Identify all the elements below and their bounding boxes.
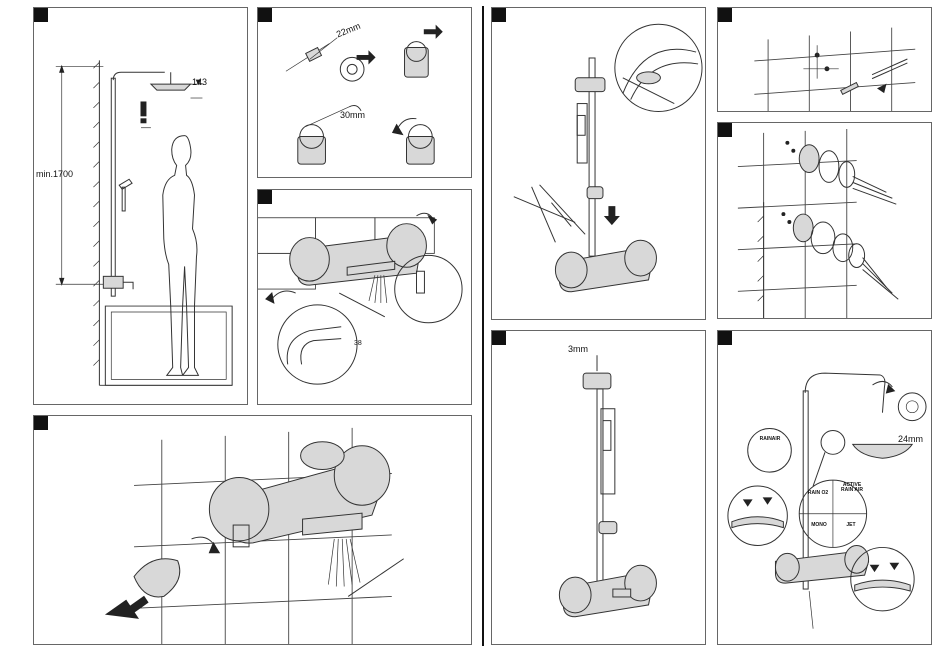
shower-head-setup-drawing bbox=[718, 331, 931, 644]
column-assembly-drawing bbox=[492, 331, 705, 644]
step-badge bbox=[718, 123, 732, 137]
wall-mounts-drawing bbox=[718, 123, 931, 318]
panel-height-layout: min.1700 143 bbox=[33, 7, 248, 405]
height-label: min.1700 bbox=[36, 170, 73, 179]
panel-drilling bbox=[717, 7, 932, 112]
step-badge bbox=[34, 416, 48, 430]
handle-removal-drawing bbox=[34, 416, 471, 644]
step-badge bbox=[492, 8, 506, 22]
step-badge bbox=[718, 8, 732, 22]
temperature-check-drawing bbox=[258, 190, 471, 404]
panel-connectors: 22mm 30mm bbox=[257, 7, 472, 178]
panel-temperature-check: 38 bbox=[257, 189, 472, 405]
panel-shower-head-setup: 24mm RAINAIR RAIN O2 ACTIVE RAIN AIR MON… bbox=[717, 330, 932, 645]
head-gap-label: 143 bbox=[192, 78, 207, 87]
height-layout-drawing bbox=[34, 8, 247, 404]
step-badge bbox=[258, 190, 272, 204]
mode-rain-o2: RAIN O2 bbox=[806, 491, 830, 496]
mode-active-rain-air: ACTIVE RAIN AIR bbox=[838, 483, 866, 494]
riser-cut-drawing bbox=[492, 8, 705, 319]
mode-mono: MONO bbox=[808, 523, 830, 528]
step-badge bbox=[492, 331, 506, 345]
rainair-label: RAINAIR bbox=[758, 437, 782, 442]
step-badge bbox=[34, 8, 48, 22]
panel-handle-removal bbox=[33, 415, 472, 645]
column-divider bbox=[482, 6, 484, 646]
panel-column-assembly: 3mm bbox=[491, 330, 706, 645]
scale-label: 38 bbox=[354, 340, 362, 347]
mode-jet: JET bbox=[842, 523, 860, 528]
panel-wall-mounts bbox=[717, 122, 932, 319]
step-badge bbox=[258, 8, 272, 22]
dim-label: 24mm bbox=[898, 435, 923, 444]
panel-riser-cut bbox=[491, 7, 706, 320]
dim-bottom-label: 30mm bbox=[340, 111, 365, 120]
step-badge bbox=[718, 331, 732, 345]
connectors-drawing bbox=[258, 8, 471, 177]
drilling-drawing bbox=[718, 8, 931, 111]
dim-label: 3mm bbox=[568, 345, 588, 354]
